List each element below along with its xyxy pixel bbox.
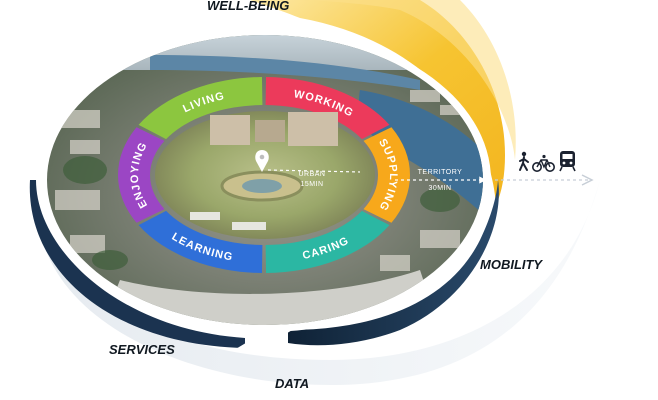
wellbeing-arc-light bbox=[300, 0, 516, 160]
urban-label-2: 15MIN bbox=[300, 181, 323, 188]
territory-label-2: 30MIN bbox=[428, 185, 451, 192]
ring-segment-supplying bbox=[363, 127, 410, 223]
ring-label-enjoying: ENJOYING bbox=[129, 140, 150, 210]
ring-segment-working bbox=[265, 77, 390, 140]
data-label: DATA bbox=[275, 376, 309, 391]
mobility-arrow-head bbox=[581, 174, 594, 186]
ring-segment-caring bbox=[265, 210, 390, 273]
wellbeing-arc bbox=[250, 0, 505, 205]
location-pin-icon bbox=[255, 150, 269, 172]
services-arrow-icon bbox=[236, 324, 260, 352]
ring-segment-enjoying bbox=[117, 127, 165, 223]
mobility-arrow-icon bbox=[273, 324, 297, 352]
territory-label-1: TERRITORY bbox=[418, 169, 463, 176]
services-arc bbox=[29, 180, 245, 348]
mobility-label: MOBILITY bbox=[480, 257, 543, 272]
wellbeing-label: WELL-BEING bbox=[207, 0, 289, 13]
ring-segment-living bbox=[138, 77, 263, 140]
ring-segment-learning bbox=[138, 210, 263, 273]
urban-label-1: URBAN bbox=[298, 171, 325, 178]
plaza-buildings bbox=[190, 112, 338, 230]
pedestrian-icon bbox=[519, 151, 529, 171]
services-label: SERVICES bbox=[109, 342, 175, 357]
train-icon bbox=[559, 151, 576, 172]
bicycle-icon bbox=[532, 154, 555, 172]
